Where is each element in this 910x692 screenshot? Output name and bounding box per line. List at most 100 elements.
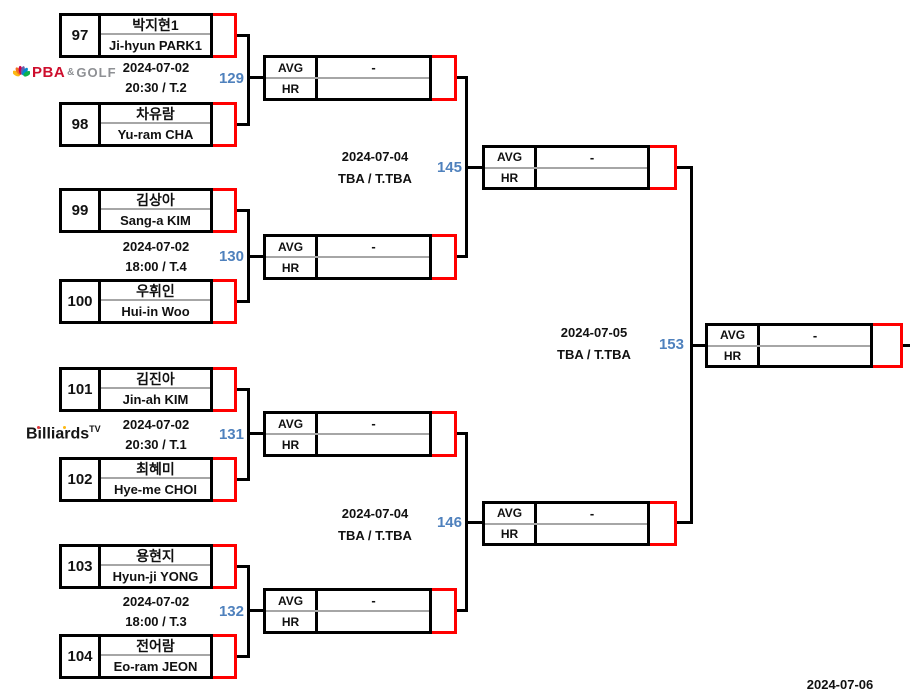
avg-label: AVG [266, 58, 318, 77]
avg-label: AVG [266, 414, 318, 433]
player-names: 박지현1 Ji-hyun PARK1 [101, 16, 210, 55]
match-number-129: 129 [218, 70, 244, 87]
bracket-line [465, 76, 468, 258]
advance-hook-99 [213, 188, 237, 233]
hr-label: HR [708, 346, 760, 365]
advance-hook-146 [650, 501, 677, 546]
player-box-102: 102 최혜미 Hye-me CHOI [59, 457, 213, 502]
seed-number: 100 [62, 282, 101, 321]
hr-label: HR [485, 524, 537, 543]
stats-box-146: AVG - HR [482, 501, 650, 546]
bracket-line [457, 76, 468, 79]
bracket-line [247, 209, 250, 303]
pba-golf-logo: PBA & GOLF [12, 64, 117, 81]
billiards-tv-logo: BilliardsTV [26, 424, 101, 443]
bracket-line [237, 388, 250, 391]
avg-value: - [371, 593, 376, 608]
bracket-line [677, 166, 693, 169]
avg-row: AVG - [266, 591, 429, 612]
seed-number: 103 [62, 547, 101, 586]
pba-logo-text: PBA [32, 64, 66, 81]
match-132-schedule: 2024-07-02 18:00 / T.3 [76, 592, 236, 632]
avg-value: - [589, 505, 595, 521]
hr-label: HR [485, 168, 537, 187]
player-name-kr: 용현지 [101, 547, 210, 566]
next-round-date-partial: 2024-07-06 [806, 677, 874, 692]
player-names: 김상아 Sang-a KIM [101, 191, 210, 230]
player-names: 최혜미 Hye-me CHOI [101, 460, 210, 499]
seed-number: 98 [62, 105, 101, 144]
match-time-table: TBA / T.TBA [338, 528, 412, 543]
hr-value [537, 169, 647, 188]
match-date: 2024-07-04 [341, 149, 409, 164]
hr-row: HR [266, 612, 429, 631]
player-names: 우휘인 Hui-in Woo [101, 282, 210, 321]
bracket-line [237, 565, 250, 568]
match-number-131: 131 [218, 426, 244, 443]
avg-value: - [371, 416, 376, 431]
match-145-schedule: 2024-07-04 TBA / T.TBA [295, 146, 455, 190]
match-153-schedule: 2024-07-05 TBA / T.TBA [514, 322, 674, 366]
advance-hook-131 [432, 411, 457, 457]
bracket-line [465, 432, 468, 612]
match-146-schedule: 2024-07-04 TBA / T.TBA [295, 503, 455, 547]
player-name-en: Hui-in Woo [121, 303, 190, 319]
avg-value: - [812, 327, 818, 343]
avg-row: AVG - [485, 504, 647, 525]
match-130-schedule: 2024-07-02 18:00 / T.4 [76, 237, 236, 277]
avg-row: AVG - [708, 326, 870, 347]
billiards-logo-red-dot [37, 426, 40, 429]
billiards-tv-logo-sup: TV [89, 424, 101, 434]
match-time-table: 20:30 / T.2 [125, 80, 187, 95]
bracket-line [237, 655, 250, 658]
match-number-132: 132 [218, 603, 244, 620]
bracket-line [690, 166, 693, 524]
bracket-line [677, 521, 693, 524]
bracket-line [237, 123, 250, 126]
hr-value [318, 258, 429, 277]
match-131-schedule: 2024-07-02 20:30 / T.1 [76, 415, 236, 455]
player-box-97: 97 박지현1 Ji-hyun PARK1 [59, 13, 213, 58]
match-129-schedule: 2024-07-02 20:30 / T.2 [76, 58, 236, 98]
hr-row: HR [266, 435, 429, 454]
billiards-logo-yellow-dot [63, 426, 66, 429]
match-number-130: 130 [218, 248, 244, 265]
player-name-en: Hyun-ji YONG [112, 568, 199, 584]
player-name-kr: 차유람 [101, 105, 210, 124]
advance-hook-101 [213, 367, 237, 412]
match-number-145: 145 [436, 159, 462, 176]
hr-row: HR [708, 346, 870, 365]
player-names: 김진아 Jin-ah KIM [101, 370, 210, 409]
match-number-146: 146 [436, 514, 462, 531]
hr-label: HR [266, 435, 318, 454]
player-name-en: Ji-hyun PARK1 [109, 37, 202, 53]
stats-box-153: AVG - HR [705, 323, 873, 368]
avg-value: - [371, 60, 376, 75]
bracket-line [237, 300, 250, 303]
hr-value [318, 435, 429, 454]
avg-row: AVG - [266, 414, 429, 435]
bracket-line [250, 432, 263, 435]
match-date: 2024-07-05 [560, 325, 628, 340]
player-box-103: 103 용현지 Hyun-ji YONG [59, 544, 213, 589]
hr-row: HR [266, 79, 429, 98]
seed-number: 97 [62, 16, 101, 55]
advance-hook-100 [213, 279, 237, 324]
stats-box-130: AVG - HR [263, 234, 432, 280]
match-date: 2024-07-02 [122, 417, 190, 432]
player-names: 전어람 Eo-ram JEON [101, 637, 210, 676]
billiards-tv-logo-text: Billiards [26, 425, 90, 443]
bracket-line [468, 166, 482, 169]
bracket-line [693, 344, 705, 347]
bracket-line [247, 34, 250, 126]
player-box-101: 101 김진아 Jin-ah KIM [59, 367, 213, 412]
avg-label: AVG [485, 504, 537, 523]
match-time-table: 20:30 / T.1 [125, 437, 187, 452]
match-date: 2024-07-04 [341, 506, 409, 521]
advance-hook-132 [432, 588, 457, 634]
player-name-kr: 전어람 [101, 637, 210, 656]
match-time-table: TBA / T.TBA [557, 347, 631, 362]
hr-row: HR [485, 168, 647, 188]
player-name-en: Hye-me CHOI [113, 481, 198, 497]
nbc-peacock-icon [12, 65, 31, 81]
